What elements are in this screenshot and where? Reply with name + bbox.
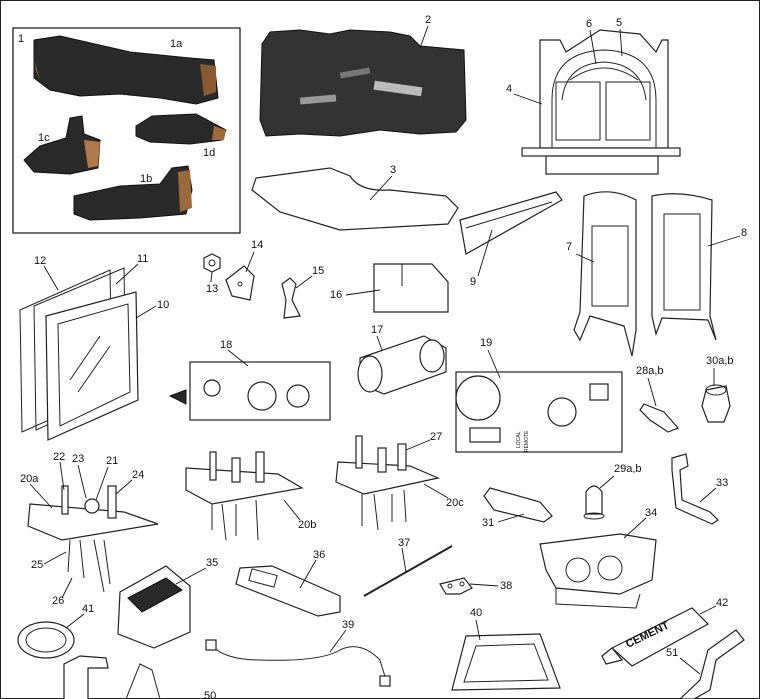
parts-28-30: 28a,b 30a,b bbox=[636, 355, 734, 433]
label-24: 24 bbox=[132, 469, 144, 481]
label-14: 14 bbox=[251, 239, 263, 251]
side-panels-group: 7 8 bbox=[566, 191, 747, 357]
label-39: 39 bbox=[342, 619, 354, 631]
local-text: LOCAL bbox=[516, 431, 522, 448]
label-1d: 1d bbox=[203, 147, 215, 159]
label-26: 26 bbox=[52, 595, 64, 607]
label-16: 16 bbox=[330, 289, 342, 301]
gasket-40-group: 40 bbox=[451, 607, 561, 691]
firebox-top-group: 3 bbox=[251, 164, 459, 231]
label-22: 22 bbox=[53, 451, 65, 463]
label-21: 21 bbox=[106, 455, 118, 467]
trim-9-group: 9 bbox=[459, 191, 563, 288]
label-20b: 20b bbox=[298, 519, 316, 531]
log-set-group: 1 1a 1c 1d 1b bbox=[12, 27, 241, 234]
ring-41-group: 41 bbox=[17, 603, 94, 659]
gas-valve-18-group: 18 bbox=[168, 339, 331, 421]
front-assembly: 4 5 6 bbox=[506, 17, 681, 175]
plate-16-group: 16 bbox=[330, 263, 449, 313]
label-27: 27 bbox=[430, 431, 442, 443]
log-1c bbox=[23, 115, 101, 175]
ember-bed-group: 2 bbox=[259, 14, 467, 137]
label-9: 9 bbox=[470, 276, 476, 288]
label-1: 1 bbox=[18, 33, 24, 45]
label-34: 34 bbox=[645, 507, 657, 519]
label-31: 31 bbox=[482, 517, 494, 529]
label-50: 50 bbox=[204, 690, 216, 699]
label-37: 37 bbox=[398, 537, 410, 549]
label-7: 7 bbox=[566, 241, 572, 253]
label-35: 35 bbox=[206, 557, 218, 569]
label-42: 42 bbox=[716, 597, 728, 609]
label-2: 2 bbox=[425, 14, 431, 26]
pilot-assembly-20b: 20b bbox=[185, 451, 316, 541]
label-6: 6 bbox=[586, 18, 592, 30]
parts-37-38: 37 38 bbox=[363, 537, 512, 597]
log-1b bbox=[73, 165, 193, 221]
brackets-bottom: 50 51 bbox=[63, 629, 745, 699]
switch-35-group: 35 bbox=[117, 557, 218, 649]
label-20a: 20a bbox=[20, 473, 39, 485]
label-25: 25 bbox=[31, 559, 43, 571]
label-1b: 1b bbox=[140, 173, 152, 185]
firebox-top bbox=[251, 167, 459, 231]
label-19: 19 bbox=[480, 337, 492, 349]
label-1a: 1a bbox=[170, 38, 183, 50]
label-18: 18 bbox=[220, 339, 232, 351]
label-3: 3 bbox=[390, 164, 396, 176]
label-40: 40 bbox=[470, 607, 482, 619]
label-8: 8 bbox=[741, 227, 747, 239]
label-15: 15 bbox=[312, 265, 324, 277]
label-17: 17 bbox=[371, 324, 383, 336]
ember-bed bbox=[259, 29, 467, 137]
label-41: 41 bbox=[82, 603, 94, 615]
pilot-assembly-20a: 20a 22 23 21 24 25 26 bbox=[20, 451, 159, 607]
label-36: 36 bbox=[313, 549, 325, 561]
label-4: 4 bbox=[506, 83, 512, 95]
label-51: 51 bbox=[666, 647, 678, 659]
label-10: 10 bbox=[157, 299, 169, 311]
label-13: 13 bbox=[206, 283, 218, 295]
label-38: 38 bbox=[500, 580, 512, 592]
label-29: 29a,b bbox=[614, 463, 642, 475]
log-1a bbox=[33, 35, 219, 105]
glass-door-group: 12 11 10 bbox=[19, 253, 169, 441]
label-28: 28a,b bbox=[636, 365, 664, 377]
small-parts-13-15: 13 14 15 bbox=[203, 239, 324, 319]
label-33: 33 bbox=[716, 477, 728, 489]
label-11: 11 bbox=[137, 253, 148, 265]
parts-29-31-33: 29a,b 31 33 bbox=[482, 453, 728, 529]
blower-17-group: 17 bbox=[357, 324, 447, 395]
pilot-assembly-20c: 27 20c bbox=[335, 431, 464, 531]
label-5: 5 bbox=[616, 17, 622, 29]
control-module-19-group: LOCAL REMOTE 19 bbox=[455, 337, 623, 453]
label-30: 30a,b bbox=[706, 355, 734, 367]
label-12: 12 bbox=[34, 255, 46, 267]
remote-text: REMOTE bbox=[524, 430, 530, 452]
burner-34-group: 34 bbox=[539, 507, 657, 609]
label-1c: 1c bbox=[38, 132, 50, 144]
remote-36-group: 36 bbox=[235, 549, 341, 617]
label-20c: 20c bbox=[446, 497, 464, 509]
label-23: 23 bbox=[72, 453, 84, 465]
wire-39-group: 39 bbox=[205, 619, 391, 687]
